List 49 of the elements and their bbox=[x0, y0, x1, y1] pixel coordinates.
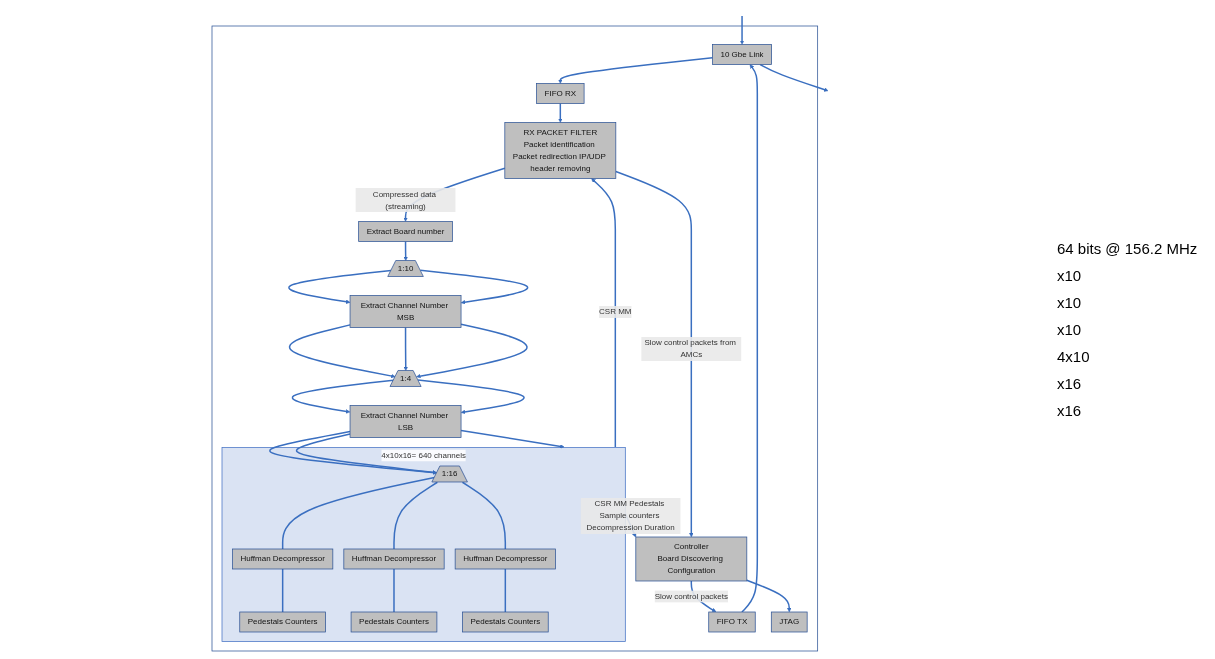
node-box: Controller Board Discovering Configuration bbox=[635, 536, 748, 582]
node-box: Huffman Decompressor bbox=[232, 548, 334, 570]
note-text: x16 bbox=[1057, 375, 1082, 392]
note-text: x10 bbox=[1057, 267, 1082, 284]
note-text: 64 bits @ 156.2 MHz bbox=[1057, 240, 1198, 257]
cluster bbox=[212, 25, 819, 652]
connector bbox=[282, 568, 284, 613]
arrow bbox=[420, 269, 529, 305]
node-box: Extract Channel Number LSB bbox=[350, 405, 462, 438]
arrow bbox=[558, 56, 714, 84]
node-box: Huffman Decompressor bbox=[343, 548, 445, 570]
arrow bbox=[269, 430, 438, 475]
note-text: x10 bbox=[1057, 321, 1082, 338]
node-box: Pedestals Counters bbox=[351, 611, 438, 633]
node-box: JTAG bbox=[771, 611, 808, 633]
connector bbox=[393, 568, 396, 613]
arrow bbox=[417, 379, 526, 415]
node-box: 10 Gbe Link bbox=[712, 44, 773, 65]
node-box: FIFO TX bbox=[708, 611, 757, 633]
arrow bbox=[289, 324, 396, 379]
arrow bbox=[296, 433, 438, 475]
note-text: x16 bbox=[1057, 402, 1082, 419]
arrow bbox=[460, 429, 565, 449]
note-text: 4x10 bbox=[1057, 348, 1090, 365]
node-box: Pedestals Counters bbox=[462, 611, 550, 633]
arrow bbox=[740, 15, 745, 45]
arrow bbox=[759, 63, 829, 92]
arrow bbox=[746, 579, 792, 613]
edge-label: Compressed data (streaming) bbox=[373, 189, 437, 210]
edge-label: Slow control packets from AMCs bbox=[644, 338, 737, 359]
node-box: Extract Board number bbox=[358, 221, 454, 242]
node-box: Pedestals Counters bbox=[239, 611, 327, 633]
edge-label: CSR MM bbox=[599, 307, 632, 316]
node-box: RX PACKET FILTER Packet identification Packet redirection IP/UDP header removing bbox=[504, 122, 617, 179]
arrow bbox=[403, 326, 409, 371]
note-text: x10 bbox=[1057, 294, 1082, 311]
node-box: Huffman Decompressor bbox=[455, 548, 557, 570]
node-box: Extract Channel Number MSB bbox=[350, 295, 462, 328]
connector bbox=[393, 481, 439, 550]
arrow bbox=[288, 269, 393, 304]
node-box: FIFO RX bbox=[536, 83, 585, 104]
arrow bbox=[741, 64, 759, 613]
connector bbox=[462, 481, 507, 550]
arrow bbox=[292, 379, 395, 414]
arrow bbox=[591, 178, 617, 448]
edge-label: Slow control packets bbox=[655, 592, 729, 601]
connector bbox=[282, 476, 436, 550]
arrow bbox=[416, 323, 529, 379]
connector bbox=[505, 568, 507, 613]
